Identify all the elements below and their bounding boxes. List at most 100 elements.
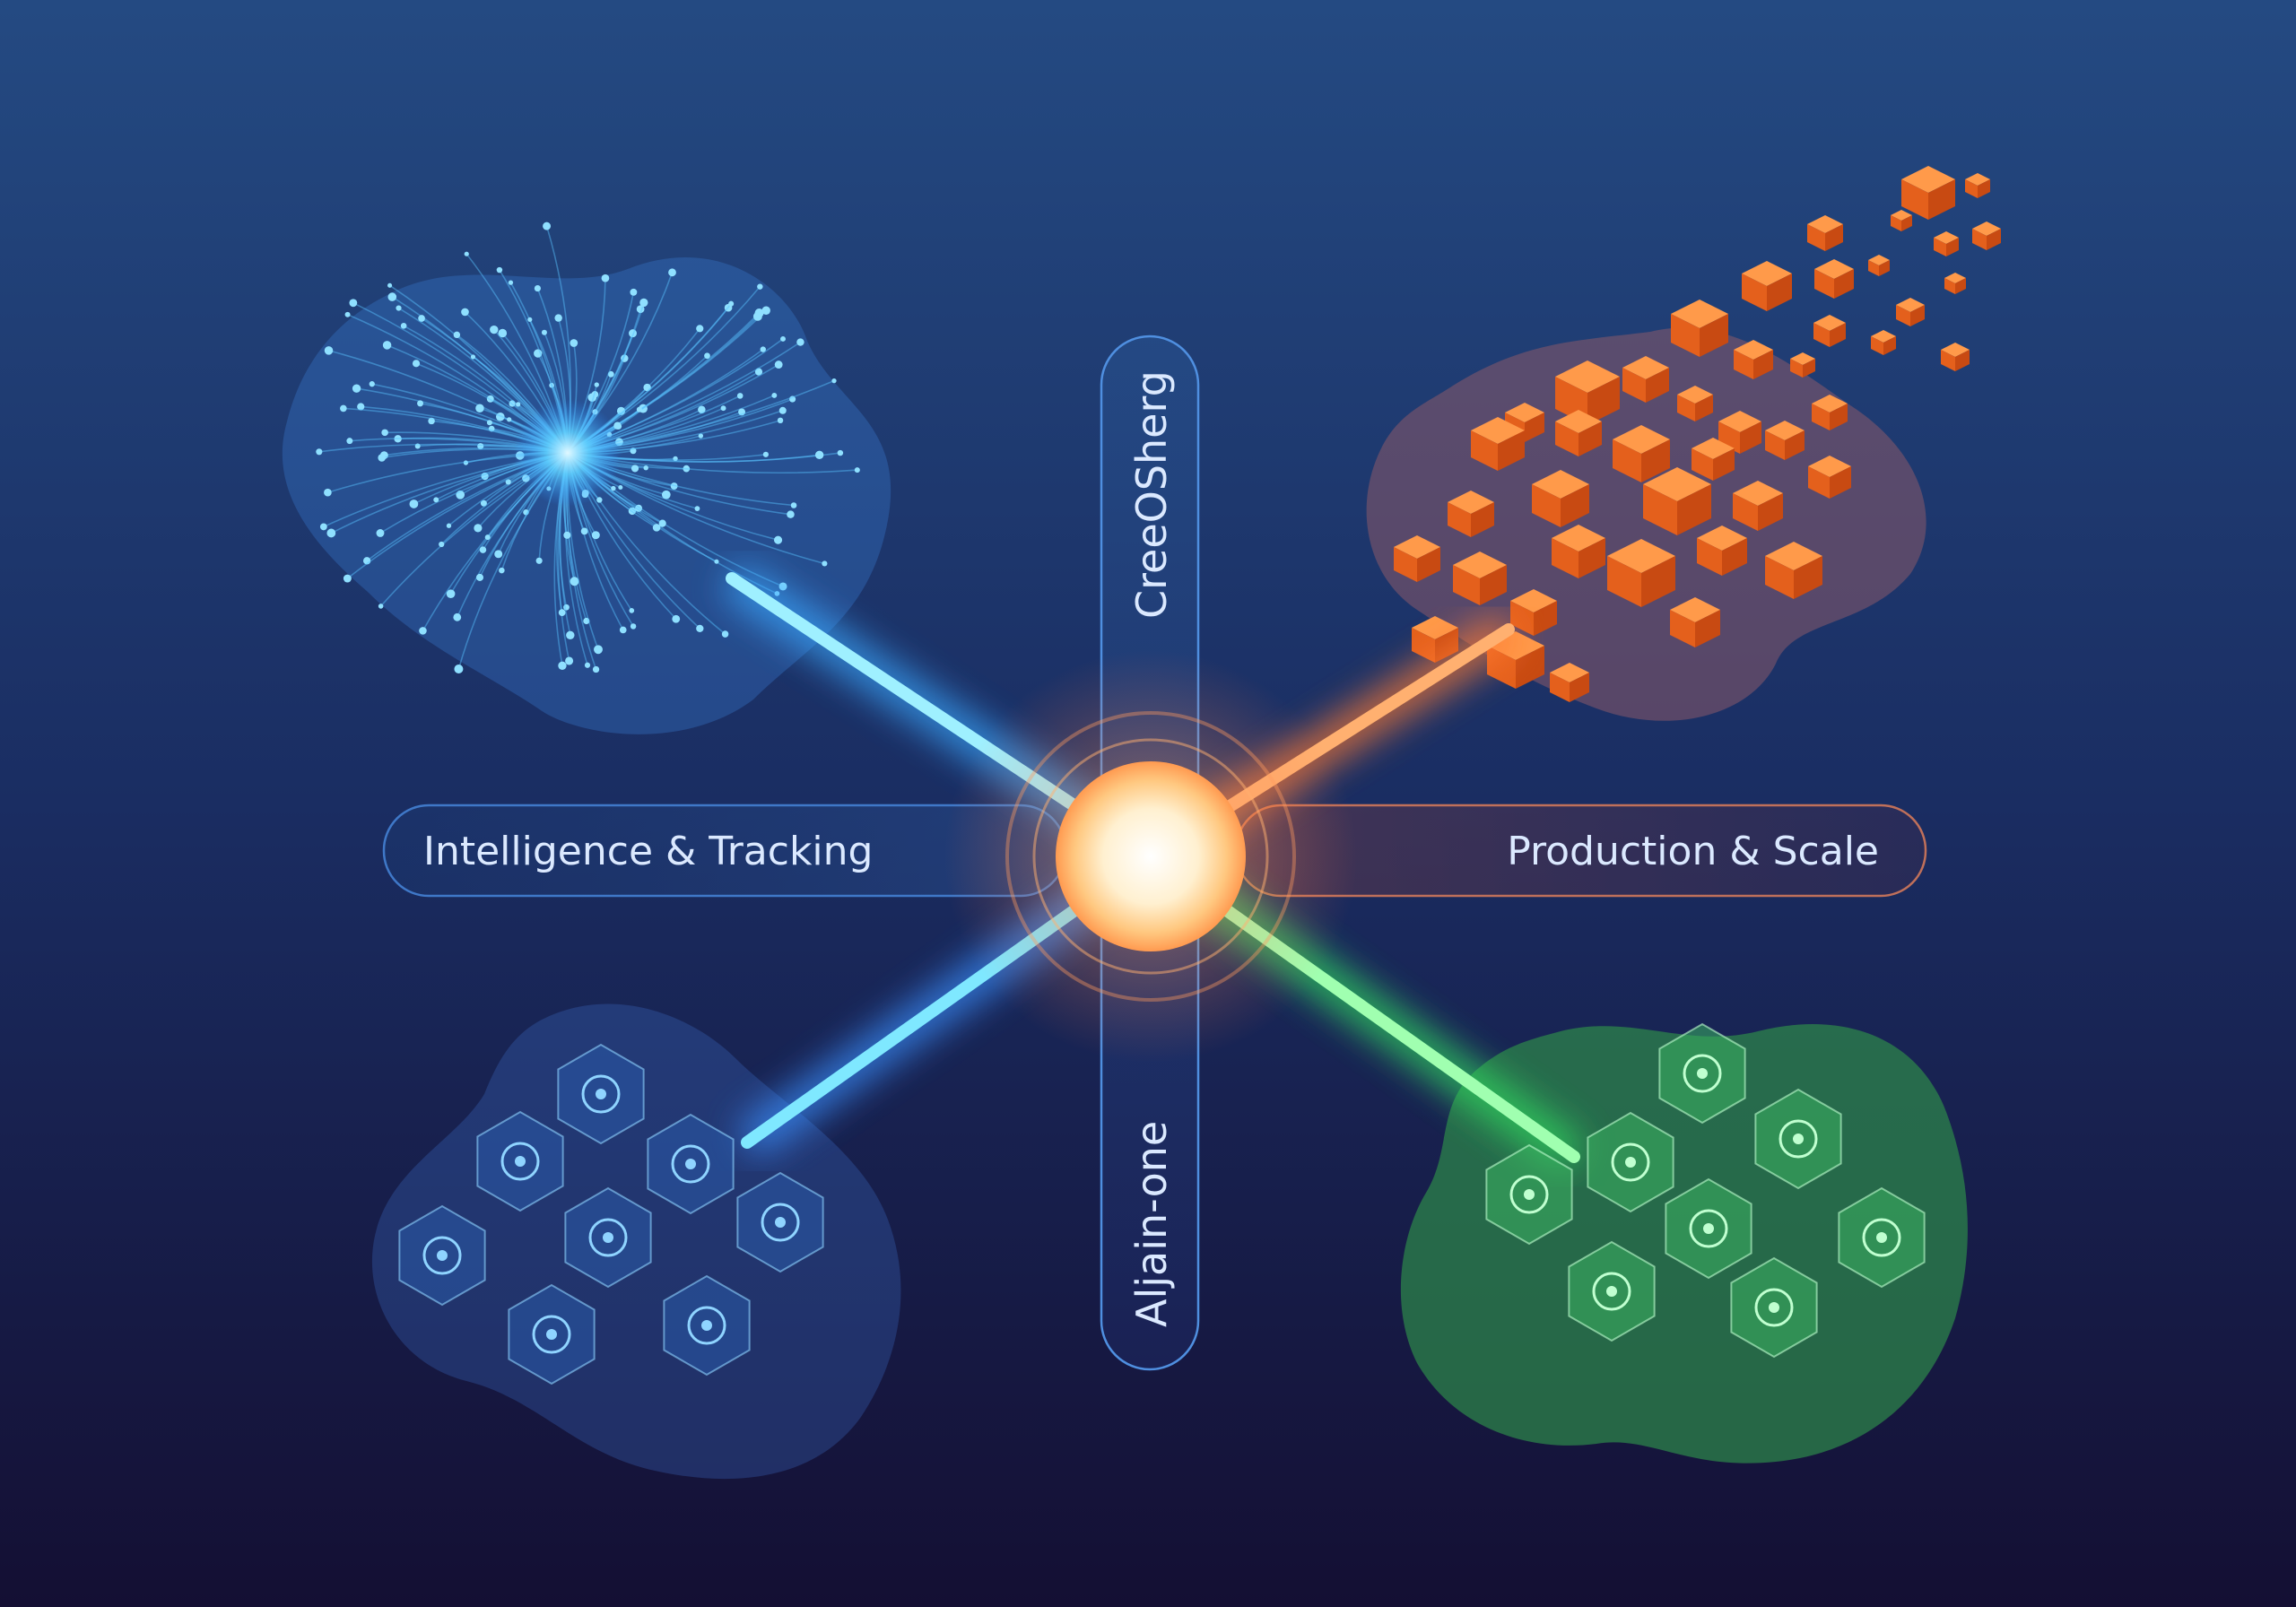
cube xyxy=(1643,467,1711,535)
neural-node xyxy=(319,523,327,531)
neural-node xyxy=(668,268,676,277)
neural-node xyxy=(543,222,552,230)
icon-dot xyxy=(1524,1189,1535,1200)
cube-left xyxy=(1692,448,1713,481)
neural-node xyxy=(630,623,637,630)
cube-right xyxy=(1641,439,1670,482)
cube xyxy=(1677,386,1713,421)
book-icon xyxy=(663,1274,751,1377)
cube xyxy=(1813,315,1846,347)
icon-ring xyxy=(1862,1218,1901,1257)
neural-node xyxy=(535,557,543,564)
neural-node xyxy=(474,524,483,533)
cube xyxy=(1510,589,1557,636)
neural-node xyxy=(714,559,719,564)
neural-node xyxy=(814,450,824,459)
neural-node xyxy=(343,574,352,583)
neural-node xyxy=(777,417,784,424)
cube-left xyxy=(1871,336,1883,355)
neural-node xyxy=(760,346,766,352)
neural-node xyxy=(454,664,464,673)
cube-right xyxy=(1480,565,1507,605)
neural-node xyxy=(499,567,505,574)
neural-node xyxy=(601,274,610,282)
neural-node xyxy=(566,630,575,640)
neural-node xyxy=(621,354,629,362)
cube-left xyxy=(1643,484,1677,535)
neural-node xyxy=(738,408,746,416)
neural-node xyxy=(480,499,487,507)
neural-node xyxy=(596,497,603,503)
neural-node xyxy=(464,251,469,256)
neural-node xyxy=(396,305,402,311)
cube xyxy=(1453,552,1507,605)
cube-left xyxy=(1734,350,1753,379)
eye-icon xyxy=(1485,1143,1573,1246)
neural-node xyxy=(362,557,371,565)
cube xyxy=(1671,300,1728,357)
neural-node xyxy=(592,665,600,673)
neural-node xyxy=(762,451,769,457)
neural-node xyxy=(490,325,499,334)
cube-right xyxy=(1417,547,1440,582)
cube-left xyxy=(1944,278,1955,294)
neural-node xyxy=(369,381,375,387)
cube-right xyxy=(1955,278,1966,294)
cube xyxy=(1807,215,1843,251)
neural-node xyxy=(584,662,591,668)
cube xyxy=(1934,231,1959,256)
neural-node xyxy=(414,443,421,449)
neural-node xyxy=(721,630,729,638)
cube-right xyxy=(1677,484,1711,535)
icon-ring xyxy=(532,1315,571,1354)
cube xyxy=(1550,663,1589,702)
neural-node xyxy=(507,417,512,422)
neural-node xyxy=(773,535,783,544)
cube-right xyxy=(1825,224,1843,251)
neural-node xyxy=(324,346,334,355)
cube xyxy=(1812,395,1848,430)
neural-node xyxy=(494,550,503,559)
central-core xyxy=(1056,761,1246,951)
cube xyxy=(1891,210,1912,231)
cube-left xyxy=(1812,404,1830,430)
cube-left xyxy=(1901,179,1928,220)
cube xyxy=(1896,298,1925,326)
neural-node xyxy=(789,395,796,403)
neural-node xyxy=(344,311,351,317)
quality-icon-grid xyxy=(1485,1022,1926,1359)
neural-node xyxy=(378,454,387,462)
icon-ring xyxy=(581,1074,621,1114)
cube-right xyxy=(1883,336,1896,355)
neural-node xyxy=(822,560,828,567)
neural-node xyxy=(484,534,491,541)
neural-node xyxy=(752,311,762,321)
icon-ring xyxy=(761,1203,800,1242)
neural-node xyxy=(728,300,735,307)
gear-icon xyxy=(1838,1186,1926,1289)
neural-node xyxy=(349,299,358,308)
neural-node xyxy=(382,341,392,350)
neural-node xyxy=(326,528,336,538)
icon-ring xyxy=(1592,1272,1631,1311)
cube xyxy=(1471,417,1525,471)
top-axis-label: CreeOSherg xyxy=(1127,370,1176,619)
neural-node xyxy=(643,465,648,471)
neural-node xyxy=(754,368,763,376)
cube-left xyxy=(1733,493,1758,531)
cube xyxy=(1718,411,1761,454)
cube-right xyxy=(1767,274,1792,311)
neural-node xyxy=(433,497,439,503)
neural-node xyxy=(643,383,651,392)
neural-node xyxy=(498,328,508,338)
cube-right xyxy=(1978,179,1990,198)
neural-node xyxy=(594,645,603,655)
neural-node xyxy=(541,329,547,335)
neural-node xyxy=(570,339,578,347)
neural-node xyxy=(570,577,579,586)
neural-node xyxy=(720,405,726,412)
neural-node xyxy=(387,292,397,301)
image-icon xyxy=(1568,1240,1656,1342)
icon-dot xyxy=(1697,1068,1708,1079)
